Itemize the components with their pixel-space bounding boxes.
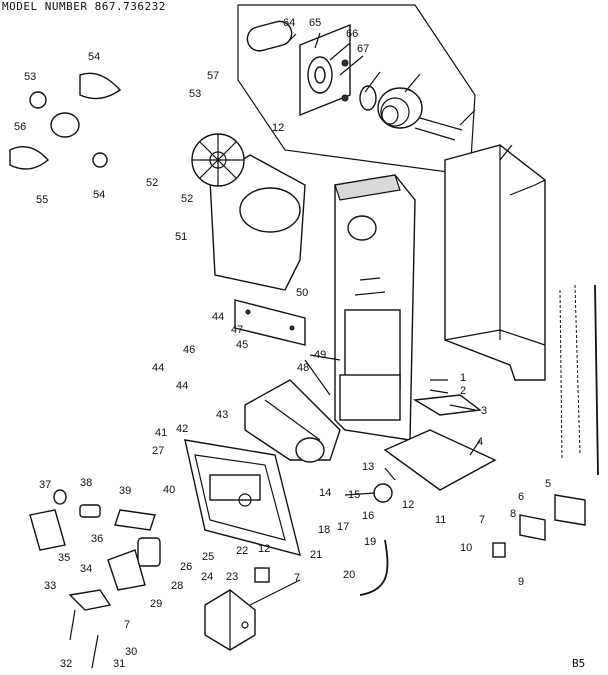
callout-11: 11 xyxy=(435,514,446,526)
callout-26-top: 27 xyxy=(152,445,164,457)
callout-29: 30 xyxy=(125,646,137,658)
callout-19: 19 xyxy=(364,536,376,548)
callout-12-right: 12 xyxy=(402,499,414,511)
callout-12-bottom: 12 xyxy=(258,543,270,555)
brackets xyxy=(234,299,306,346)
callout-12-top: 12 xyxy=(272,122,284,134)
callout-27: 28 xyxy=(171,580,183,592)
model-number-title: MODEL NUMBER 867.736232 xyxy=(2,0,166,13)
callout-36: 37 xyxy=(39,479,51,491)
callout-24: 24 xyxy=(201,571,213,583)
callout-13: 13 xyxy=(362,461,374,473)
callout-25: 25 xyxy=(202,551,214,563)
leader-lines xyxy=(249,32,513,606)
callout-44-b: 45 xyxy=(236,339,248,351)
callout-57: 64 xyxy=(283,17,295,29)
heater-body xyxy=(334,174,416,441)
callout-40: 41 xyxy=(155,427,167,439)
control-frame xyxy=(184,439,301,556)
callout-48: 49 xyxy=(314,349,326,361)
callout-52-top: 53 xyxy=(189,88,201,100)
callout-23: 23 xyxy=(226,571,238,583)
burner-tube-inset xyxy=(237,4,476,176)
callout-2: 2 xyxy=(460,385,466,397)
callout-3: 3 xyxy=(481,405,487,417)
callout-59: 66 xyxy=(346,28,358,40)
callout-53-bottom: 54 xyxy=(93,189,105,201)
callout-58: 65 xyxy=(309,17,321,29)
callout-31: 32 xyxy=(60,658,72,670)
callout-55: 56 xyxy=(14,121,26,133)
callout-51: 52 xyxy=(181,193,193,205)
callout-43: 44 xyxy=(176,380,188,392)
callout-39: 40 xyxy=(163,484,175,496)
blower-assembly xyxy=(191,133,306,291)
callout-14: 14 xyxy=(319,487,331,499)
burner xyxy=(244,379,341,463)
callout-44-a: 44 xyxy=(212,311,224,323)
callout-41: 42 xyxy=(176,423,188,435)
gas-valve xyxy=(204,589,256,651)
callout-45: 46 xyxy=(183,344,195,356)
callout-37: 38 xyxy=(80,477,92,489)
callout-1: 1 xyxy=(460,372,466,384)
callout-8: 8 xyxy=(510,508,516,520)
callout-53-top: 53 xyxy=(24,71,36,83)
gas-tubing xyxy=(359,539,389,596)
callout-46: 47 xyxy=(231,324,243,336)
base-plate xyxy=(383,394,497,491)
callout-49: 50 xyxy=(296,287,308,299)
callout-33: 34 xyxy=(80,563,92,575)
callout-9: 9 xyxy=(518,576,524,588)
callout-10: 10 xyxy=(460,542,472,554)
callout-54-top: 54 xyxy=(88,51,100,63)
callout-labels: 64 65 66 67 54 53 56 55 54 57 53 12 52 5… xyxy=(14,17,551,670)
callout-52-bottom: 52 xyxy=(146,177,158,189)
callout-26-bottom: 26 xyxy=(180,561,192,573)
diagram-code: B5 xyxy=(572,657,585,670)
callout-6: 6 xyxy=(518,491,524,503)
callout-50: 51 xyxy=(175,231,187,243)
callout-16: 16 xyxy=(362,510,374,522)
callout-32: 33 xyxy=(44,580,56,592)
callout-21: 21 xyxy=(310,549,322,561)
callout-22: 22 xyxy=(236,545,248,557)
cabinet-panel xyxy=(444,144,546,381)
callout-7-left: 7 xyxy=(124,619,130,631)
callout-54-bottom: 55 xyxy=(36,194,48,206)
callout-60: 67 xyxy=(357,43,369,55)
callout-47: 48 xyxy=(297,362,309,374)
callout-17: 17 xyxy=(337,521,349,533)
callout-7-mid: 7 xyxy=(294,572,300,584)
callout-15: 15 xyxy=(348,489,360,501)
small-parts xyxy=(9,72,586,669)
callout-18: 18 xyxy=(318,524,330,536)
callout-44-c: 44 xyxy=(152,362,164,374)
callout-30: 31 xyxy=(113,658,125,670)
callout-20: 20 xyxy=(343,569,355,581)
rods xyxy=(559,284,599,476)
callout-5: 5 xyxy=(545,478,551,490)
callout-35: 36 xyxy=(91,533,103,545)
callout-7-right: 7 xyxy=(479,514,485,526)
callout-34: 35 xyxy=(58,552,70,564)
callout-42: 43 xyxy=(216,409,228,421)
callout-56: 57 xyxy=(207,70,219,82)
callout-4: 4 xyxy=(477,436,483,448)
callout-38: 39 xyxy=(119,485,131,497)
callout-28: 29 xyxy=(150,598,162,610)
